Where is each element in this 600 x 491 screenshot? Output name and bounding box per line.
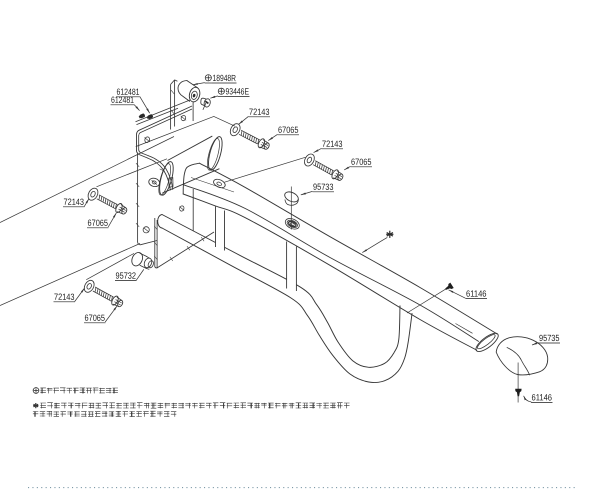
svg-text:93446E: 93446E: [225, 86, 249, 96]
svg-text:95733: 95733: [313, 182, 334, 192]
svg-text:61146: 61146: [531, 392, 552, 402]
svg-text:612481: 612481: [111, 95, 134, 105]
svg-text:67065: 67065: [278, 125, 299, 135]
svg-text:61146: 61146: [466, 289, 487, 299]
svg-text:67065: 67065: [351, 157, 372, 167]
svg-text:67065: 67065: [87, 218, 108, 228]
svg-text:67065: 67065: [84, 313, 105, 323]
svg-text:72143: 72143: [249, 107, 270, 117]
svg-text:95732: 95732: [115, 271, 136, 281]
svg-text:612481: 612481: [116, 87, 139, 97]
svg-text:72143: 72143: [322, 139, 343, 149]
svg-text:95735: 95735: [539, 333, 560, 343]
svg-text:18948R: 18948R: [212, 73, 236, 83]
svg-text:72143: 72143: [54, 292, 75, 302]
svg-text:72143: 72143: [63, 197, 84, 207]
